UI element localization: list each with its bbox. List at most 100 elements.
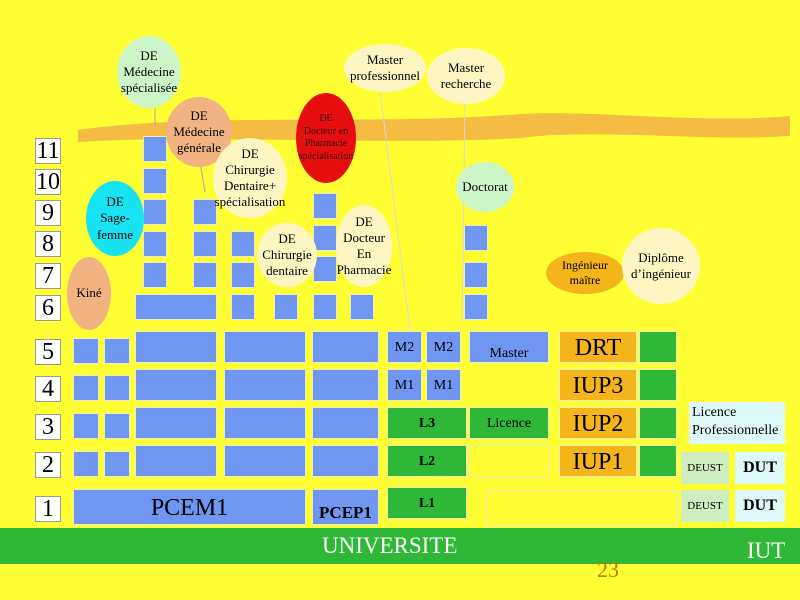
year-9: 9 — [35, 200, 61, 226]
track-block — [143, 168, 167, 194]
bubble-master-professionnel: Master professionnel — [344, 44, 426, 92]
bubble-label: DE Docteur En Pharmacie — [336, 213, 392, 278]
year-10: 10 — [35, 169, 61, 195]
dut-block: DUT — [735, 490, 785, 522]
bubble-label: DE Chirurgie Dentaire+ spécialisation — [214, 145, 286, 210]
track-block — [193, 199, 217, 225]
dut-block: DUT — [735, 452, 785, 484]
bubble-label: Ingénieur maître — [562, 258, 608, 287]
track-block — [104, 338, 130, 364]
engineer-school-block — [639, 445, 677, 477]
bubble-de-docteur-pharmacie-specialisation: DE Docteur en Pharmacie spécialisation — [296, 93, 356, 183]
pcep1-block: PCEP1 — [312, 489, 379, 525]
track-block — [313, 294, 337, 320]
year-2: 2 — [35, 452, 61, 478]
track-block — [464, 294, 488, 320]
track-block — [135, 331, 217, 363]
m2-block-pro: M2 — [387, 331, 422, 363]
year-3: 3 — [35, 414, 61, 440]
engineer-school-block — [639, 369, 677, 401]
bubble-ingenieur-maitre: Ingénieur maître — [546, 252, 624, 294]
track-block — [231, 262, 255, 288]
universite-band — [0, 528, 800, 564]
bubble-label: DE Médecine spécialisée — [120, 47, 178, 96]
track-block — [135, 294, 217, 320]
track-block — [193, 231, 217, 257]
bubble-de-docteur-pharmacie: DE Docteur En Pharmacie — [336, 205, 392, 287]
track-block — [312, 445, 379, 477]
bubble-de-chirurgie-dentaire: DE Chirurgie dentaire — [257, 223, 317, 287]
bubble-label: Master professionnel — [349, 51, 421, 83]
bubble-label: Doctorat — [462, 178, 508, 194]
track-block — [143, 262, 167, 288]
bubble-kine: Kiné — [67, 257, 111, 330]
track-block — [104, 451, 130, 477]
empty-slot — [487, 490, 677, 526]
engineer-school-block — [639, 331, 677, 363]
year-8: 8 — [35, 231, 61, 257]
bubble-doctorat: Doctorat — [456, 162, 514, 212]
bubble-master-recherche: Master recherche — [427, 48, 505, 104]
track-block — [312, 369, 379, 401]
track-block — [231, 231, 255, 257]
track-block — [312, 331, 379, 363]
bubble-de-sage-femme: DE Sage- femme — [86, 181, 144, 256]
licence-block: Licence — [469, 407, 549, 439]
bubble-label: Diplôme d’ingénieur — [631, 249, 691, 281]
l3-block: L3 — [387, 407, 467, 439]
deust-block: DEUST — [681, 452, 729, 484]
track-block — [143, 199, 167, 225]
deust-block: DEUST — [681, 490, 729, 522]
m1-block-recherche: M1 — [426, 369, 461, 401]
bubble-label: DE Médecine générale — [173, 107, 225, 156]
track-block — [143, 136, 167, 162]
track-block — [224, 407, 306, 439]
drt-block: DRT — [559, 331, 637, 363]
l1-block: L1 — [387, 487, 467, 519]
track-block — [224, 445, 306, 477]
bubble-label: Kiné — [76, 285, 102, 301]
bubble-de-medecine-specialisee: DE Médecine spécialisée — [117, 36, 181, 108]
bubble-diplome-ingenieur: Diplôme d’ingénieur — [622, 228, 700, 304]
bubble-label: DE Docteur en Pharmacie spécialisation — [298, 113, 354, 162]
connector-med-gen — [199, 161, 206, 193]
track-block — [135, 407, 217, 439]
licence-professionnelle-block: Licence Professionnelle — [689, 402, 785, 444]
track-block — [350, 294, 374, 320]
track-block — [193, 262, 217, 288]
track-block — [464, 262, 488, 288]
empty-slot — [469, 445, 549, 477]
bubble-label: Master recherche — [440, 59, 492, 91]
track-block — [73, 413, 99, 439]
highlight-brush-stroke — [78, 113, 790, 142]
track-block — [313, 256, 337, 282]
m2-block-recherche: M2 — [426, 331, 461, 363]
iut-label: IUT — [747, 538, 786, 563]
track-block — [104, 375, 130, 401]
iup2-block: IUP2 — [559, 407, 637, 439]
track-block — [231, 294, 255, 320]
year-11: 11 — [35, 138, 61, 164]
track-block — [73, 375, 99, 401]
bubble-de-chirurgie-dentaire-specialisation: DE Chirurgie Dentaire+ spécialisation — [213, 138, 287, 218]
pcem1-block: PCEM1 — [73, 489, 306, 525]
universite-label: UNIVERSITE — [322, 533, 458, 558]
bubble-label: DE Chirurgie dentaire — [262, 230, 312, 279]
track-block — [104, 413, 130, 439]
track-block — [274, 294, 298, 320]
connector-master-pro — [379, 89, 411, 331]
track-block — [464, 225, 488, 251]
master-block: Master — [469, 331, 549, 363]
connector-master-recherche — [461, 101, 466, 323]
slide-number: 23 — [597, 557, 619, 582]
track-block — [135, 369, 217, 401]
track-block — [313, 193, 337, 219]
engineer-school-block — [639, 407, 677, 439]
year-4: 4 — [35, 376, 61, 402]
m1-block-pro: M1 — [387, 369, 422, 401]
track-block — [224, 331, 306, 363]
track-block — [312, 407, 379, 439]
year-5: 5 — [35, 339, 61, 365]
